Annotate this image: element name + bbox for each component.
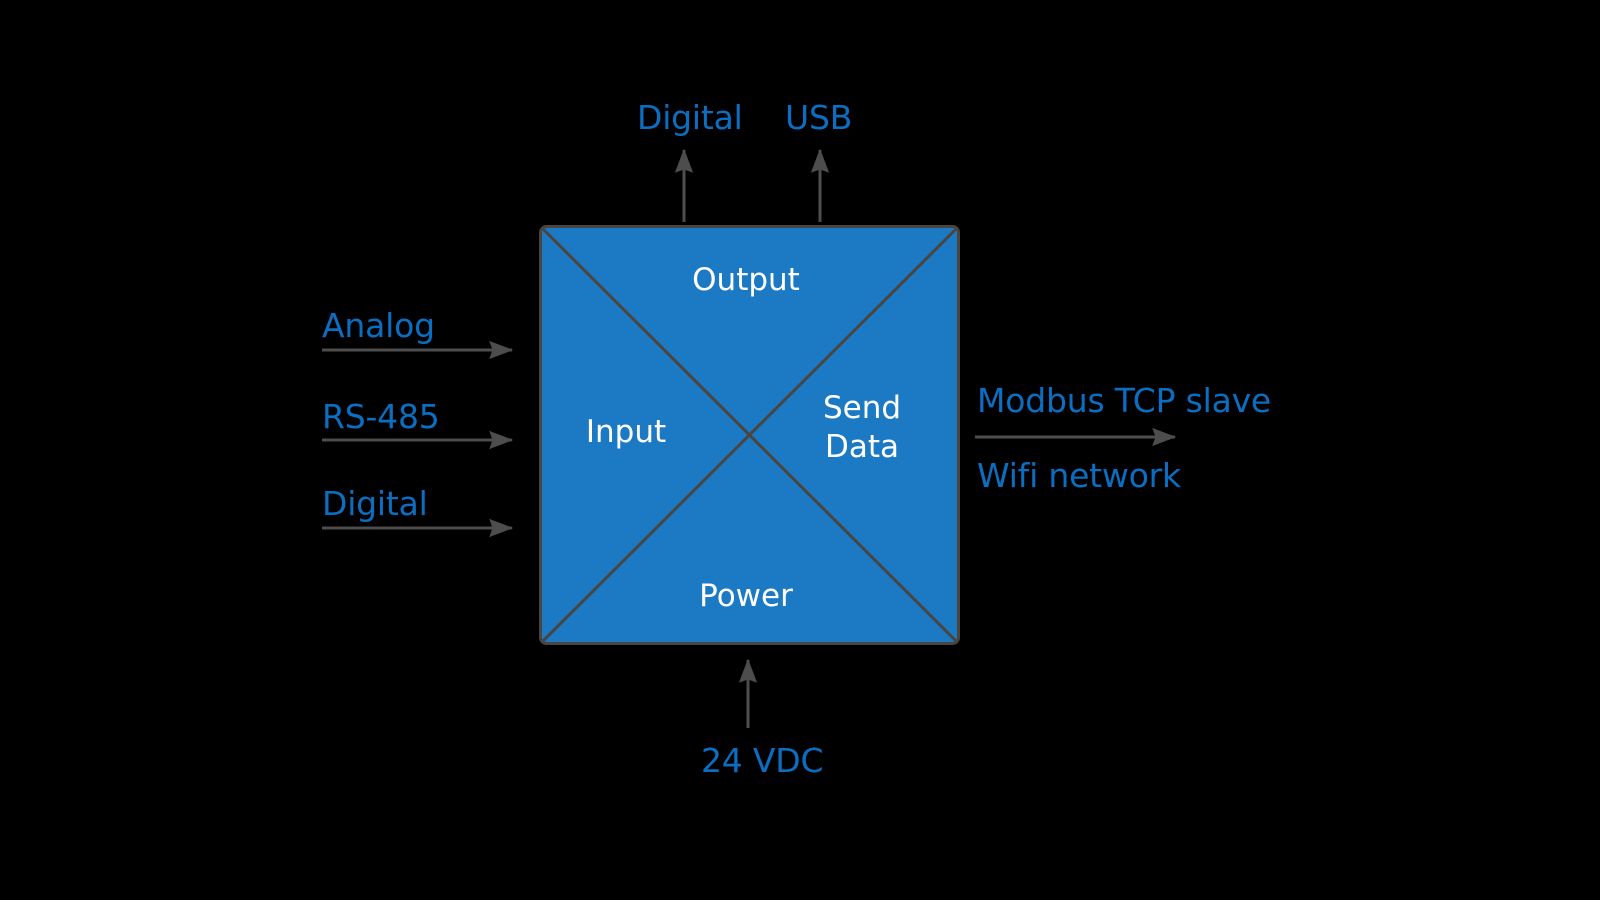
box-quadrant-send-data-line1: Send [822,390,902,426]
box-quadrant-output: Output [692,262,800,298]
box-quadrant-power: Power [699,578,793,614]
label-input-analog: Analog [322,306,435,345]
label-input-24vdc: 24 VDC [701,741,824,780]
box-quadrant-input: Input [585,414,667,450]
box-quadrant-send-data-line2: Data [824,428,900,465]
diagonal-divider-icon-tr-bl [540,226,959,644]
box-quadrant-send-data: Send Data [792,389,932,467]
label-output-usb: USB [785,98,853,137]
label-output-wifi-network: Wifi network [977,456,1181,495]
label-input-rs485: RS-485 [322,397,440,436]
label-output-digital: Digital [637,98,743,137]
label-input-digital: Digital [322,484,428,523]
label-output-modbus-tcp-slave: Modbus TCP slave [977,381,1272,420]
